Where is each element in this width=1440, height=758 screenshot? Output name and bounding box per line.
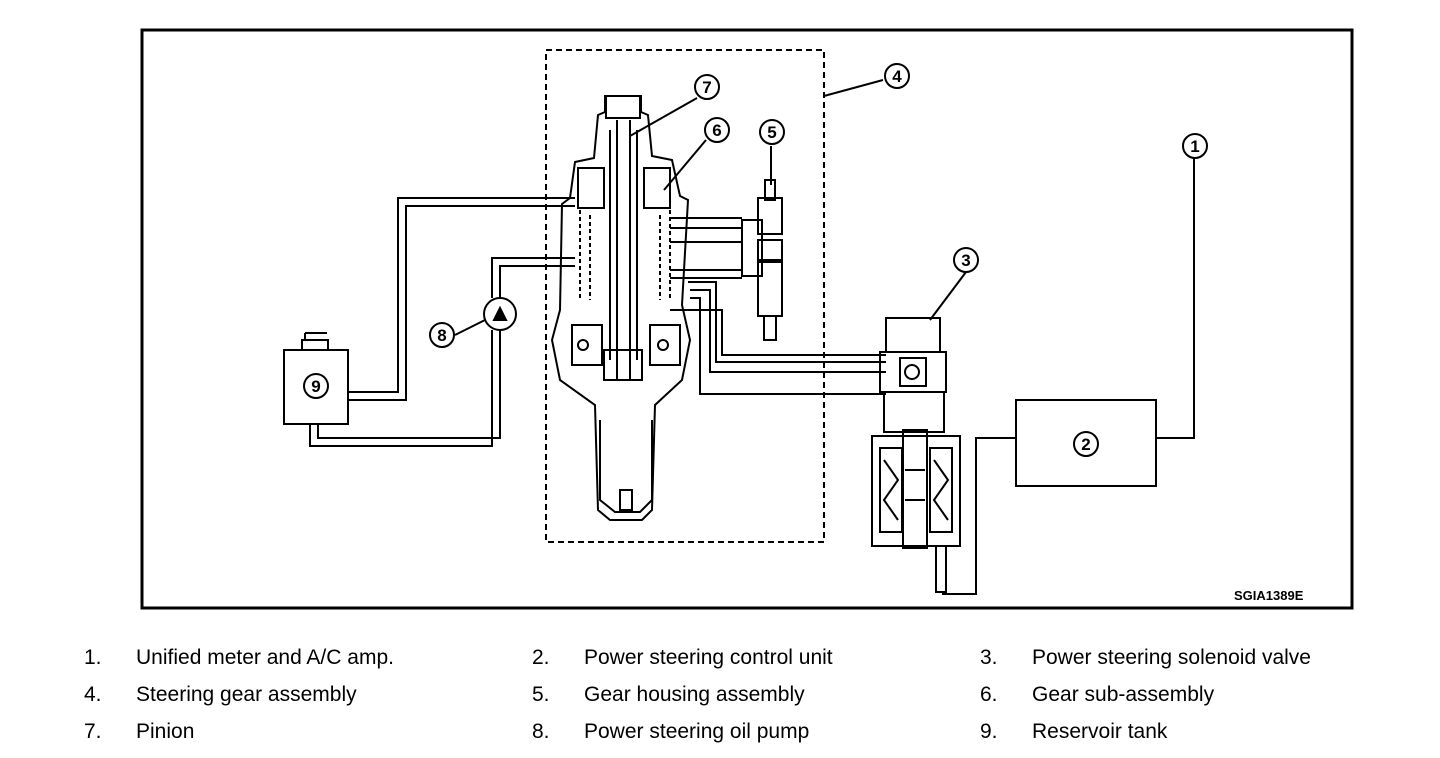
svg-text:8: 8 [437,326,446,345]
oil-pump [483,297,517,331]
callout-1: 1 [1182,133,1208,159]
legend-label: Gear housing assembly [584,683,805,706]
legend-number: 1. [84,646,102,669]
callout-5: 5 [759,119,785,145]
svg-text:9: 9 [311,377,320,396]
svg-text:7: 7 [702,78,711,97]
svg-text:3: 3 [961,251,970,270]
solenoid-valve [871,317,961,593]
control-unit-wire-to-valve [942,437,1016,595]
svg-text:2: 2 [1081,435,1090,454]
steering-gear-body [550,95,692,521]
legend-label: Reservoir tank [1032,720,1168,743]
reservoir-tank [283,332,349,425]
svg-text:1: 1 [1190,137,1199,156]
callout-2: 2 [1073,431,1099,457]
power-steering-control-unit [1015,399,1157,487]
legend: 1. Unified meter and A/C amp. 2. Power s… [0,638,1440,753]
legend-label: Power steering solenoid valve [1032,646,1311,669]
callout-6: 6 [704,117,730,143]
callout-9: 9 [303,373,329,399]
legend-number: 2. [532,646,550,669]
legend-label: Power steering control unit [584,646,833,669]
control-unit-wire-to-meter [1156,160,1195,439]
system-diagram: 1 2 3 4 5 6 7 8 9 SGIA1389E [140,28,1354,610]
legend-number: 9. [980,720,998,743]
svg-text:5: 5 [767,123,776,142]
callout-7: 7 [694,74,720,100]
legend-number: 3. [980,646,998,669]
hydraulic-lines [309,197,886,447]
legend-label: Gear sub-assembly [1032,683,1215,706]
figure-code: SGIA1389E [1234,588,1304,603]
legend-label: Steering gear assembly [136,683,357,706]
legend-label: Power steering oil pump [584,720,810,743]
svg-text:4: 4 [892,67,902,86]
legend-number: 7. [84,720,102,743]
gear-housing-assembly [670,179,783,341]
legend-number: 6. [980,683,998,706]
legend-number: 5. [532,683,550,706]
svg-text:6: 6 [712,121,721,140]
steering-gear-assembly-boundary [545,49,825,543]
callout-4: 4 [884,63,910,89]
callout-8: 8 [429,322,455,348]
diagram-frame [140,28,1354,610]
legend-label: Unified meter and A/C amp. [136,646,394,669]
callout-3: 3 [953,247,979,273]
legend-number: 4. [84,683,102,706]
legend-label: Pinion [136,720,195,743]
legend-number: 8. [532,720,550,743]
